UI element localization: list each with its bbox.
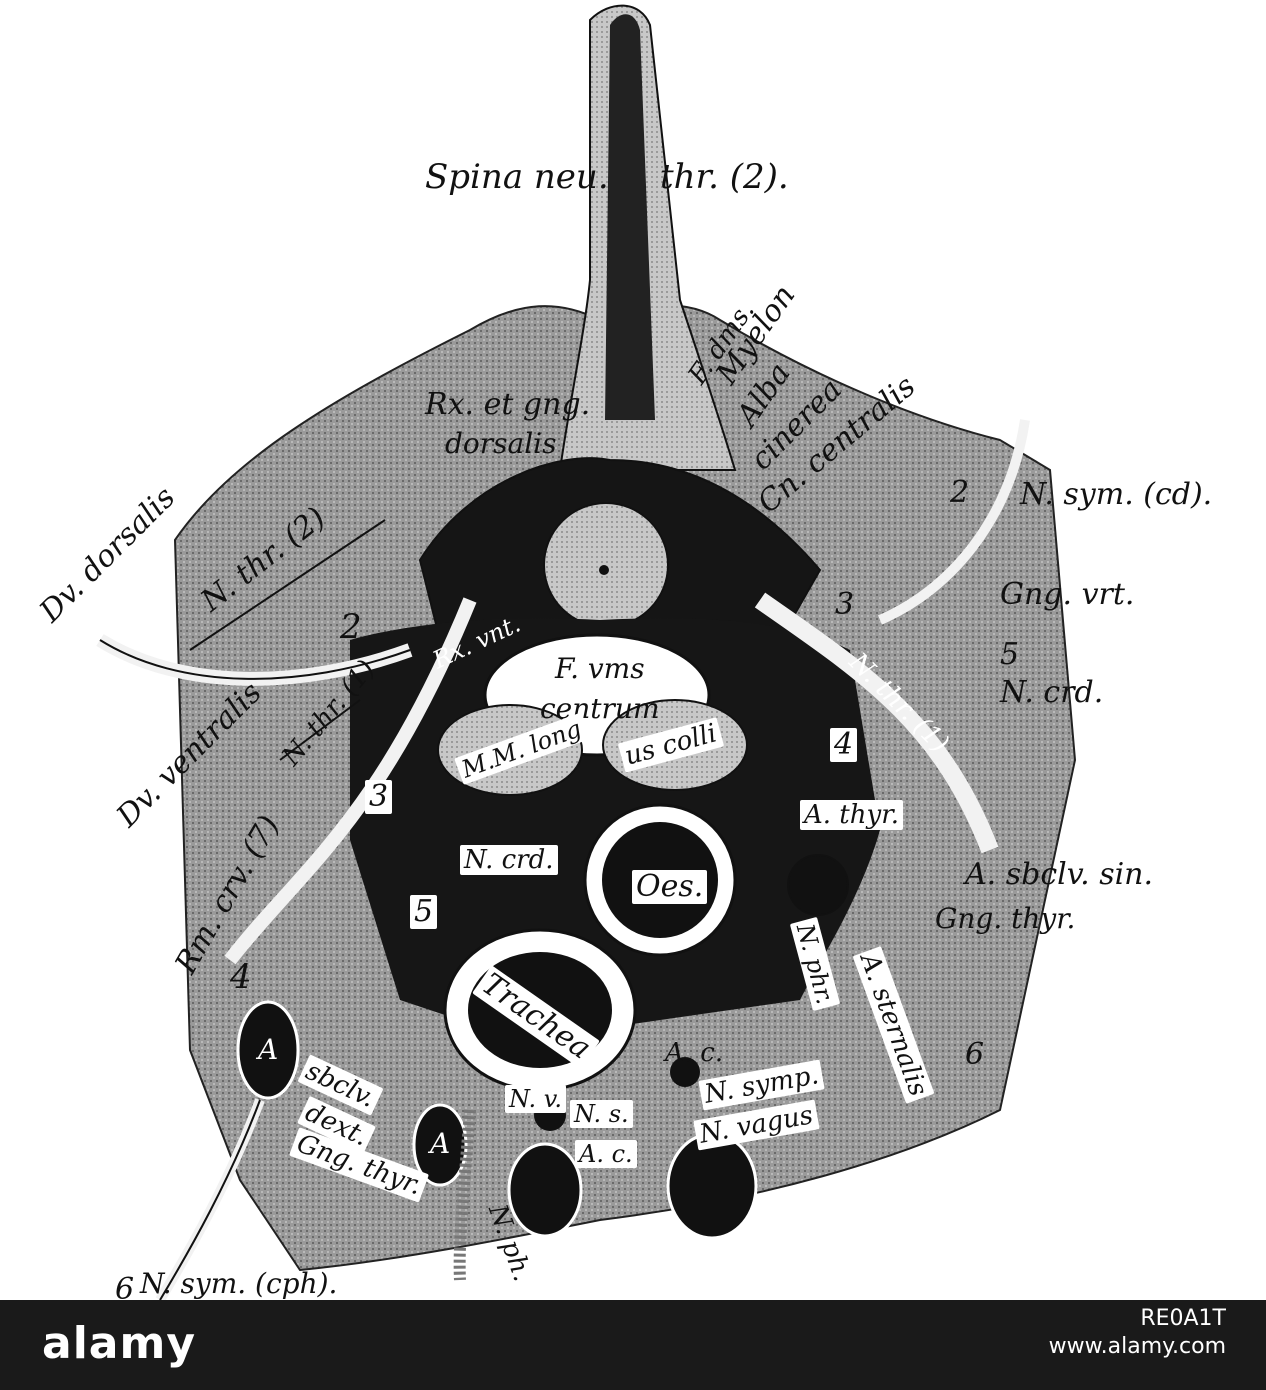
label-oes: Oes. [632,870,708,904]
label-num-5b: 5 [1000,637,1020,672]
label-spina-neu: Spina neu. [425,157,609,197]
label-dorsalis: dorsalis [445,427,557,460]
vessel-lower-right [666,1132,758,1240]
image-id: RE0A1T [1140,1306,1226,1331]
nerve-n-thr-2 [189,519,386,651]
nerve-dv-ventralis [279,699,361,761]
vessel-lower-left [507,1142,583,1238]
neural-spine-core [605,14,655,421]
label-a-c-lower: A. c. [575,1140,637,1168]
label-rx-gng: Rx. et gng. [425,387,591,422]
label-num-6b: 6 [965,1037,985,1072]
label-a-left: A [258,1033,279,1066]
myelon [543,502,669,628]
label-num-2b: 2 [950,475,970,510]
label-n-sym-cph: N. sym. (cph). [140,1267,338,1300]
label-centrum: centrum [540,692,660,725]
nerve-trachea-coil [453,1109,476,1281]
vessel-right-subclavian [787,854,849,916]
label-n-v: N. v. [505,1085,567,1113]
nerve-thoracic-left [224,597,477,965]
nerve-sym-cephalic-edge [159,1099,261,1300]
label-f-vms: F. vms [555,652,645,685]
label-a-lower: A [430,1127,451,1160]
nerve-thoracic-right [754,592,999,854]
vessel-a-lower [412,1103,468,1187]
label-num-2a: 2 [340,607,362,647]
central-canal [599,565,609,575]
label-num-5a: 5 [410,895,438,929]
label-gng-thyr-right: Gng. thyr. [935,902,1076,935]
label-n-crd-right: N. crd. [1000,675,1104,710]
alamy-logo: alamy [42,1318,196,1369]
nerve-dorsal-left-edge [99,639,411,680]
watermark-footer: alamy RE0A1T www.alamy.com [0,1300,1266,1390]
vessel-carotid-left [670,1057,700,1087]
label-num-3b: 3 [835,587,855,622]
label-n-s: N. s. [570,1100,633,1128]
label-a-c-upper: A. c. [665,1038,724,1068]
label-num-6a: 6 [115,1272,135,1307]
label-num-4a: 4 [230,957,252,997]
vessel-a-left [236,1000,300,1100]
nerve-sym-right [878,419,1030,625]
label-a-thyr: A. thyr. [800,800,904,830]
label-a-sbclv-sin: A. sbclv. sin. [965,857,1154,892]
anatomical-cross-section [96,4,1077,1300]
label-gng-vrt: Gng. vrt. [1000,577,1135,612]
label-n-sym-cd: N. sym. (cd). [1020,477,1213,512]
label-num-4b: 4 [830,728,858,762]
footer-url: www.alamy.com [1048,1334,1226,1359]
label-spina-thr: thr. (2). [660,157,789,197]
label-n-crd-center: N. crd. [460,845,558,875]
label-num-3a: 3 [365,780,393,814]
